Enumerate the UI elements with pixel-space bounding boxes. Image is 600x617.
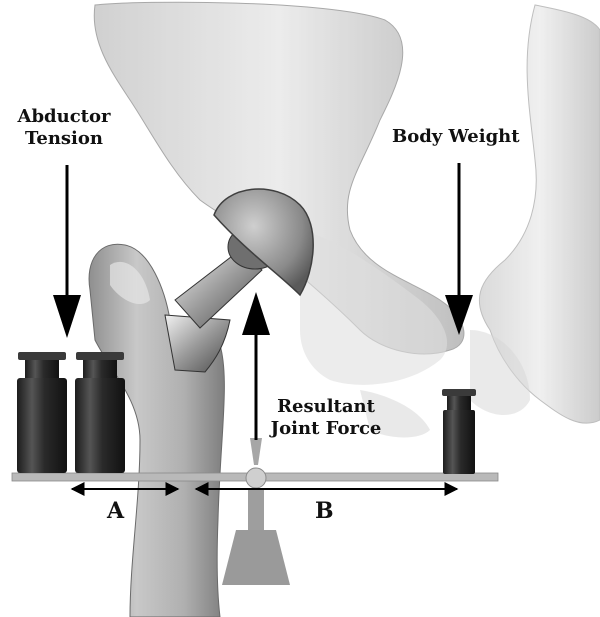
abductor-tension-line2: Tension <box>6 128 122 150</box>
distance-a-label: A <box>107 498 124 524</box>
abductor-tension-arrow <box>53 165 81 338</box>
body-weight-block <box>442 389 476 474</box>
fulcrum <box>222 438 290 585</box>
abductor-tension-label: Abductor Tension <box>6 106 122 149</box>
body-weight-label: Body Weight <box>392 126 520 148</box>
distance-b-label: B <box>315 498 334 524</box>
abductor-tension-line1: Abductor <box>6 106 122 128</box>
resultant-line1: Resultant <box>256 396 396 418</box>
resultant-joint-force-label: Resultant Joint Force <box>256 396 396 439</box>
abductor-weight-1 <box>17 352 67 473</box>
resultant-line2: Joint Force <box>256 418 396 440</box>
